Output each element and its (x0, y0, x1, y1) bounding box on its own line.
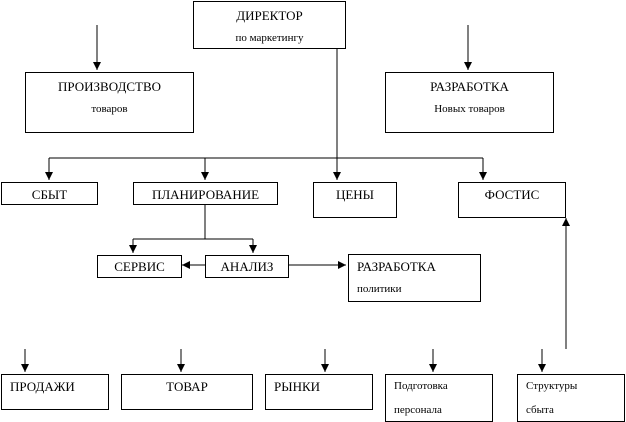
development-new-subtitle: Новых товаров (434, 103, 505, 115)
service-box: СЕРВИС (97, 255, 182, 278)
director-title: ДИРЕКТОР (236, 8, 303, 23)
planning-box: ПЛАНИРОВАНИЕ (133, 182, 278, 205)
analysis-box: АНАЛИЗ (205, 255, 289, 278)
development-new-box: РАЗРАБОТКА Новых товаров (385, 72, 554, 133)
sales-structures-box: Структуры сбыта (517, 374, 625, 422)
staff-training-line2: персонала (394, 404, 442, 416)
prices-title: ЦЕНЫ (335, 187, 375, 202)
production-box: ПРОИЗВОДСТВО товаров (25, 72, 194, 133)
staff-training-line1: Подготовка (394, 380, 448, 392)
markets-title: РЫНКИ (274, 379, 321, 394)
goods-title: ТОВАР (166, 379, 208, 394)
goods-box: ТОВАР (121, 374, 253, 410)
sales-structures-line2: сбыта (526, 404, 554, 416)
director-box: ДИРЕКТОР по маркетингу (193, 1, 346, 49)
markets-box: РЫНКИ (265, 374, 373, 410)
selling-title: ПРОДАЖИ (10, 379, 75, 394)
sales-title: СБЫТ (31, 187, 68, 202)
director-subtitle: по маркетингу (235, 32, 304, 44)
policy-development-title: РАЗРАБОТКА (357, 259, 436, 274)
planning-title: ПЛАНИРОВАНИЕ (151, 187, 260, 202)
production-subtitle: товаров (91, 103, 128, 115)
selling-box: ПРОДАЖИ (1, 374, 109, 410)
prices-box: ЦЕНЫ (313, 182, 397, 218)
development-new-title: РАЗРАБОТКА (430, 79, 509, 94)
analysis-title: АНАЛИЗ (220, 259, 274, 274)
policy-development-box: РАЗРАБОТКА политики (348, 254, 481, 302)
staff-training-box: Подготовка персонала (385, 374, 493, 422)
production-title: ПРОИЗВОДСТВО (57, 79, 162, 94)
sales-box: СБЫТ (1, 182, 98, 205)
policy-development-subtitle: политики (357, 283, 402, 295)
service-title: СЕРВИС (114, 259, 165, 274)
fostis-box: ФОСТИС (458, 182, 566, 218)
sales-structures-line1: Структуры (526, 380, 578, 392)
fostis-title: ФОСТИС (484, 187, 540, 202)
